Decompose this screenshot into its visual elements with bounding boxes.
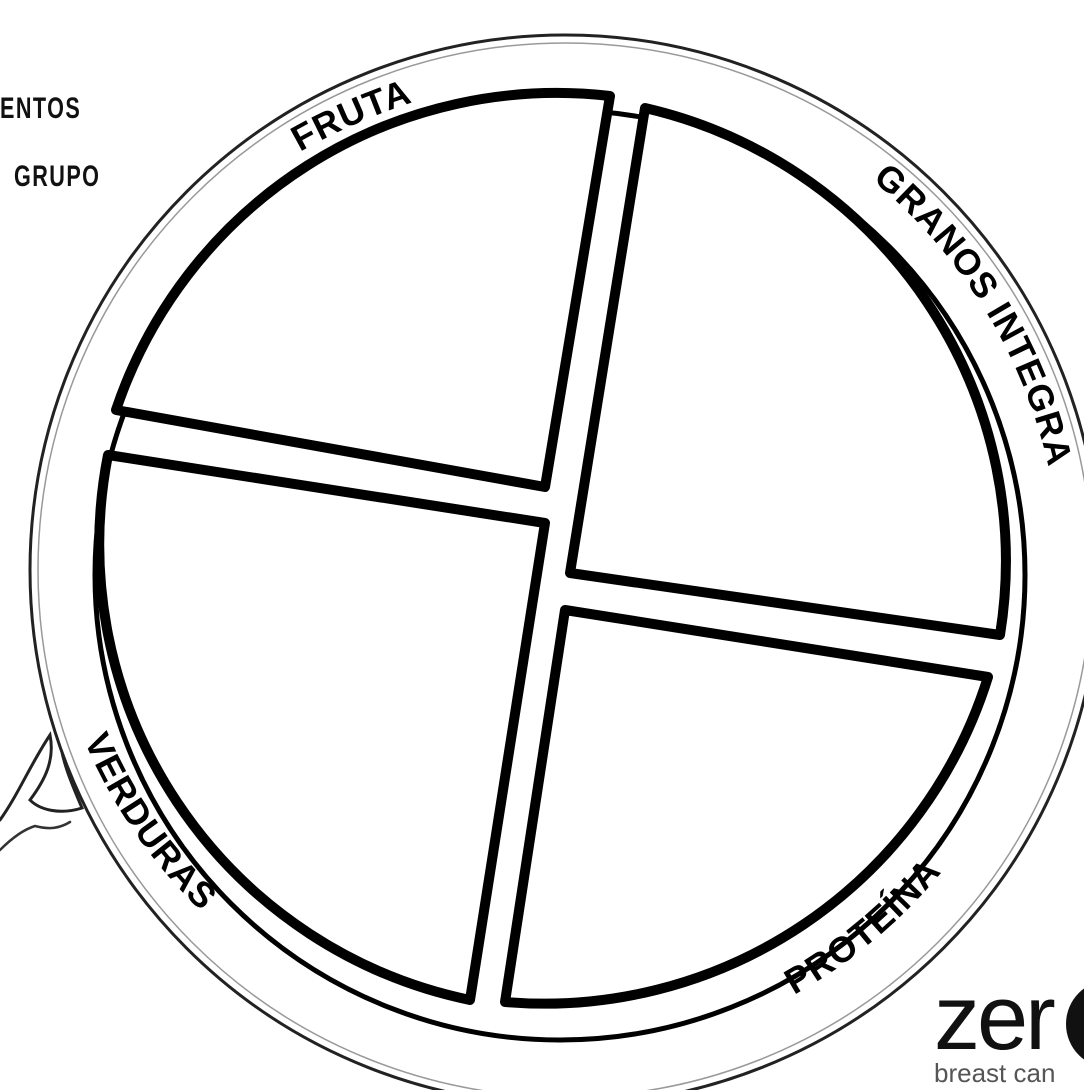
section-fruit [116,93,610,487]
logo-wordmark: zer [934,972,1053,1064]
logo-tagline: breast can [934,1058,1055,1089]
logo-circle-mark [1066,980,1084,1068]
hand-sketch-detail [0,822,70,850]
